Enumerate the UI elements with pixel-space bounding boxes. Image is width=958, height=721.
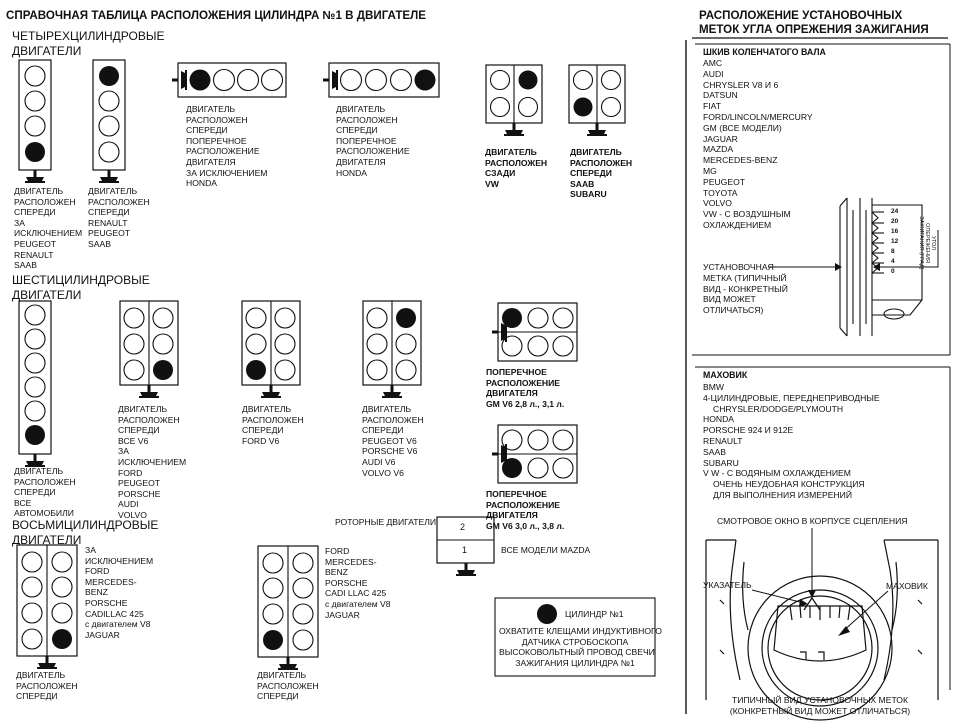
rotary-number-1: 1	[462, 545, 468, 555]
engine-gm-v6-28	[492, 302, 578, 362]
engine-4cyl-boxer-saab	[568, 64, 626, 136]
legend-box	[494, 597, 656, 677]
flywheel-box	[695, 366, 951, 690]
crankshaft-pulley-drawing	[768, 197, 923, 337]
engine-4cyl-boxer-vw	[485, 64, 543, 136]
main-title: СПРАВОЧНАЯ ТАБЛИЦА РАСПОЛОЖЕНИЯ ЦИЛИНДРА…	[6, 9, 427, 22]
engine-v6-peugeot	[362, 300, 422, 398]
flywheel-drawing	[705, 539, 939, 721]
flywheel-heading: МАХОВИК	[703, 370, 748, 380]
engine-4cyl-inline-a	[18, 59, 52, 183]
cylinder-one-dot	[502, 308, 522, 328]
legend-title: ЦИЛИНДР №1	[565, 609, 624, 619]
cylinder-one-dot	[25, 142, 45, 162]
cylinder-one-dot	[246, 360, 266, 380]
cylinder-one-dot	[25, 425, 45, 445]
cylinder-one-dot	[99, 66, 119, 86]
rotary-models: ВСЕ МОДЕЛИ MAZDA	[501, 545, 591, 555]
eight-cylinder-title: ВОСЬМИЦИЛИНДРОВЫЕ ДВИГАТЕЛИ	[12, 518, 159, 547]
engine-4cyl-transverse-c	[172, 62, 287, 98]
cylinder-one-dot	[502, 458, 522, 478]
engine-6cyl-inline	[18, 300, 52, 467]
cylinder-one-dot	[396, 308, 416, 328]
cylinder-circle	[24, 90, 46, 112]
rotary-number-2: 2	[460, 522, 466, 532]
engine-rotary	[436, 516, 495, 576]
advance-scale-label: УГОЛ ОПЕРЕЖЕНИЯ ЗАЖИГАНИЯ (ГРАД)	[917, 216, 936, 270]
cylinder-one-dot	[263, 630, 283, 650]
cylinder-circle	[24, 115, 46, 137]
legend-text: ОХВАТИТЕ КЛЕЩАМИ ИНДУКТИВНОГО ДАТЧИКА СТ…	[499, 626, 662, 668]
legend-dot	[537, 604, 557, 624]
cylinder-circle	[24, 65, 46, 87]
six-cylinder-title: ШЕСТИЦИЛИНДРОВЫЕ ДВИГАТЕЛИ	[12, 273, 150, 302]
clutch-window-label: СМОТРОВОЕ ОКНО В КОРПУСЕ СЦЕПЛЕНИЯ	[717, 516, 908, 526]
flywheel-label: МАХОВИК	[886, 581, 928, 591]
pointer-label: УКАЗАТЕЛЬ	[703, 580, 752, 590]
flywheel-list: BMW 4-ЦИЛИНДРОВЫЕ, ПЕРЕДНЕПРИВОДНЫЕ CHRY…	[703, 382, 880, 500]
engine-4cyl-transverse-d	[323, 62, 440, 98]
cylinder-one-dot	[573, 97, 593, 117]
typical-view-caption: ТИПИЧНЫЙ ВИД УСТАНОВОЧНЫХ МЕТОК (КОНКРЕТ…	[729, 695, 911, 716]
pulley-box	[692, 43, 951, 356]
timing-marks-title: РАСПОЛОЖЕНИЕ УСТАНОВОЧНЫХ МЕТОК УГЛА ОПР…	[699, 9, 929, 36]
rotary-label: РОТОРНЫЕ ДВИГАТЕЛИ	[335, 517, 437, 527]
cylinder-one-dot	[189, 69, 211, 91]
engine-v8-b	[257, 545, 319, 670]
engine-gm-v6-30	[492, 424, 578, 484]
advance-scale-numbers: 24 20 16 12 8 4 0	[891, 208, 899, 275]
four-cylinder-title: ЧЕТЫРЕХЦИЛИНДРОВЫЕ ДВИГАТЕЛИ	[12, 29, 165, 58]
cylinder-one-dot	[518, 70, 538, 90]
engine-4cyl-inline-b	[92, 59, 126, 183]
engine-v8-a	[16, 544, 78, 669]
cylinder-one-dot	[414, 69, 436, 91]
cylinder-one-dot	[52, 629, 72, 649]
engine-v6-b	[119, 300, 179, 398]
cylinder-one-dot	[153, 360, 173, 380]
pulley-heading: ШКИВ КОЛЕНЧАТОГО ВАЛА	[703, 47, 826, 57]
engine-v6-ford	[241, 300, 301, 398]
